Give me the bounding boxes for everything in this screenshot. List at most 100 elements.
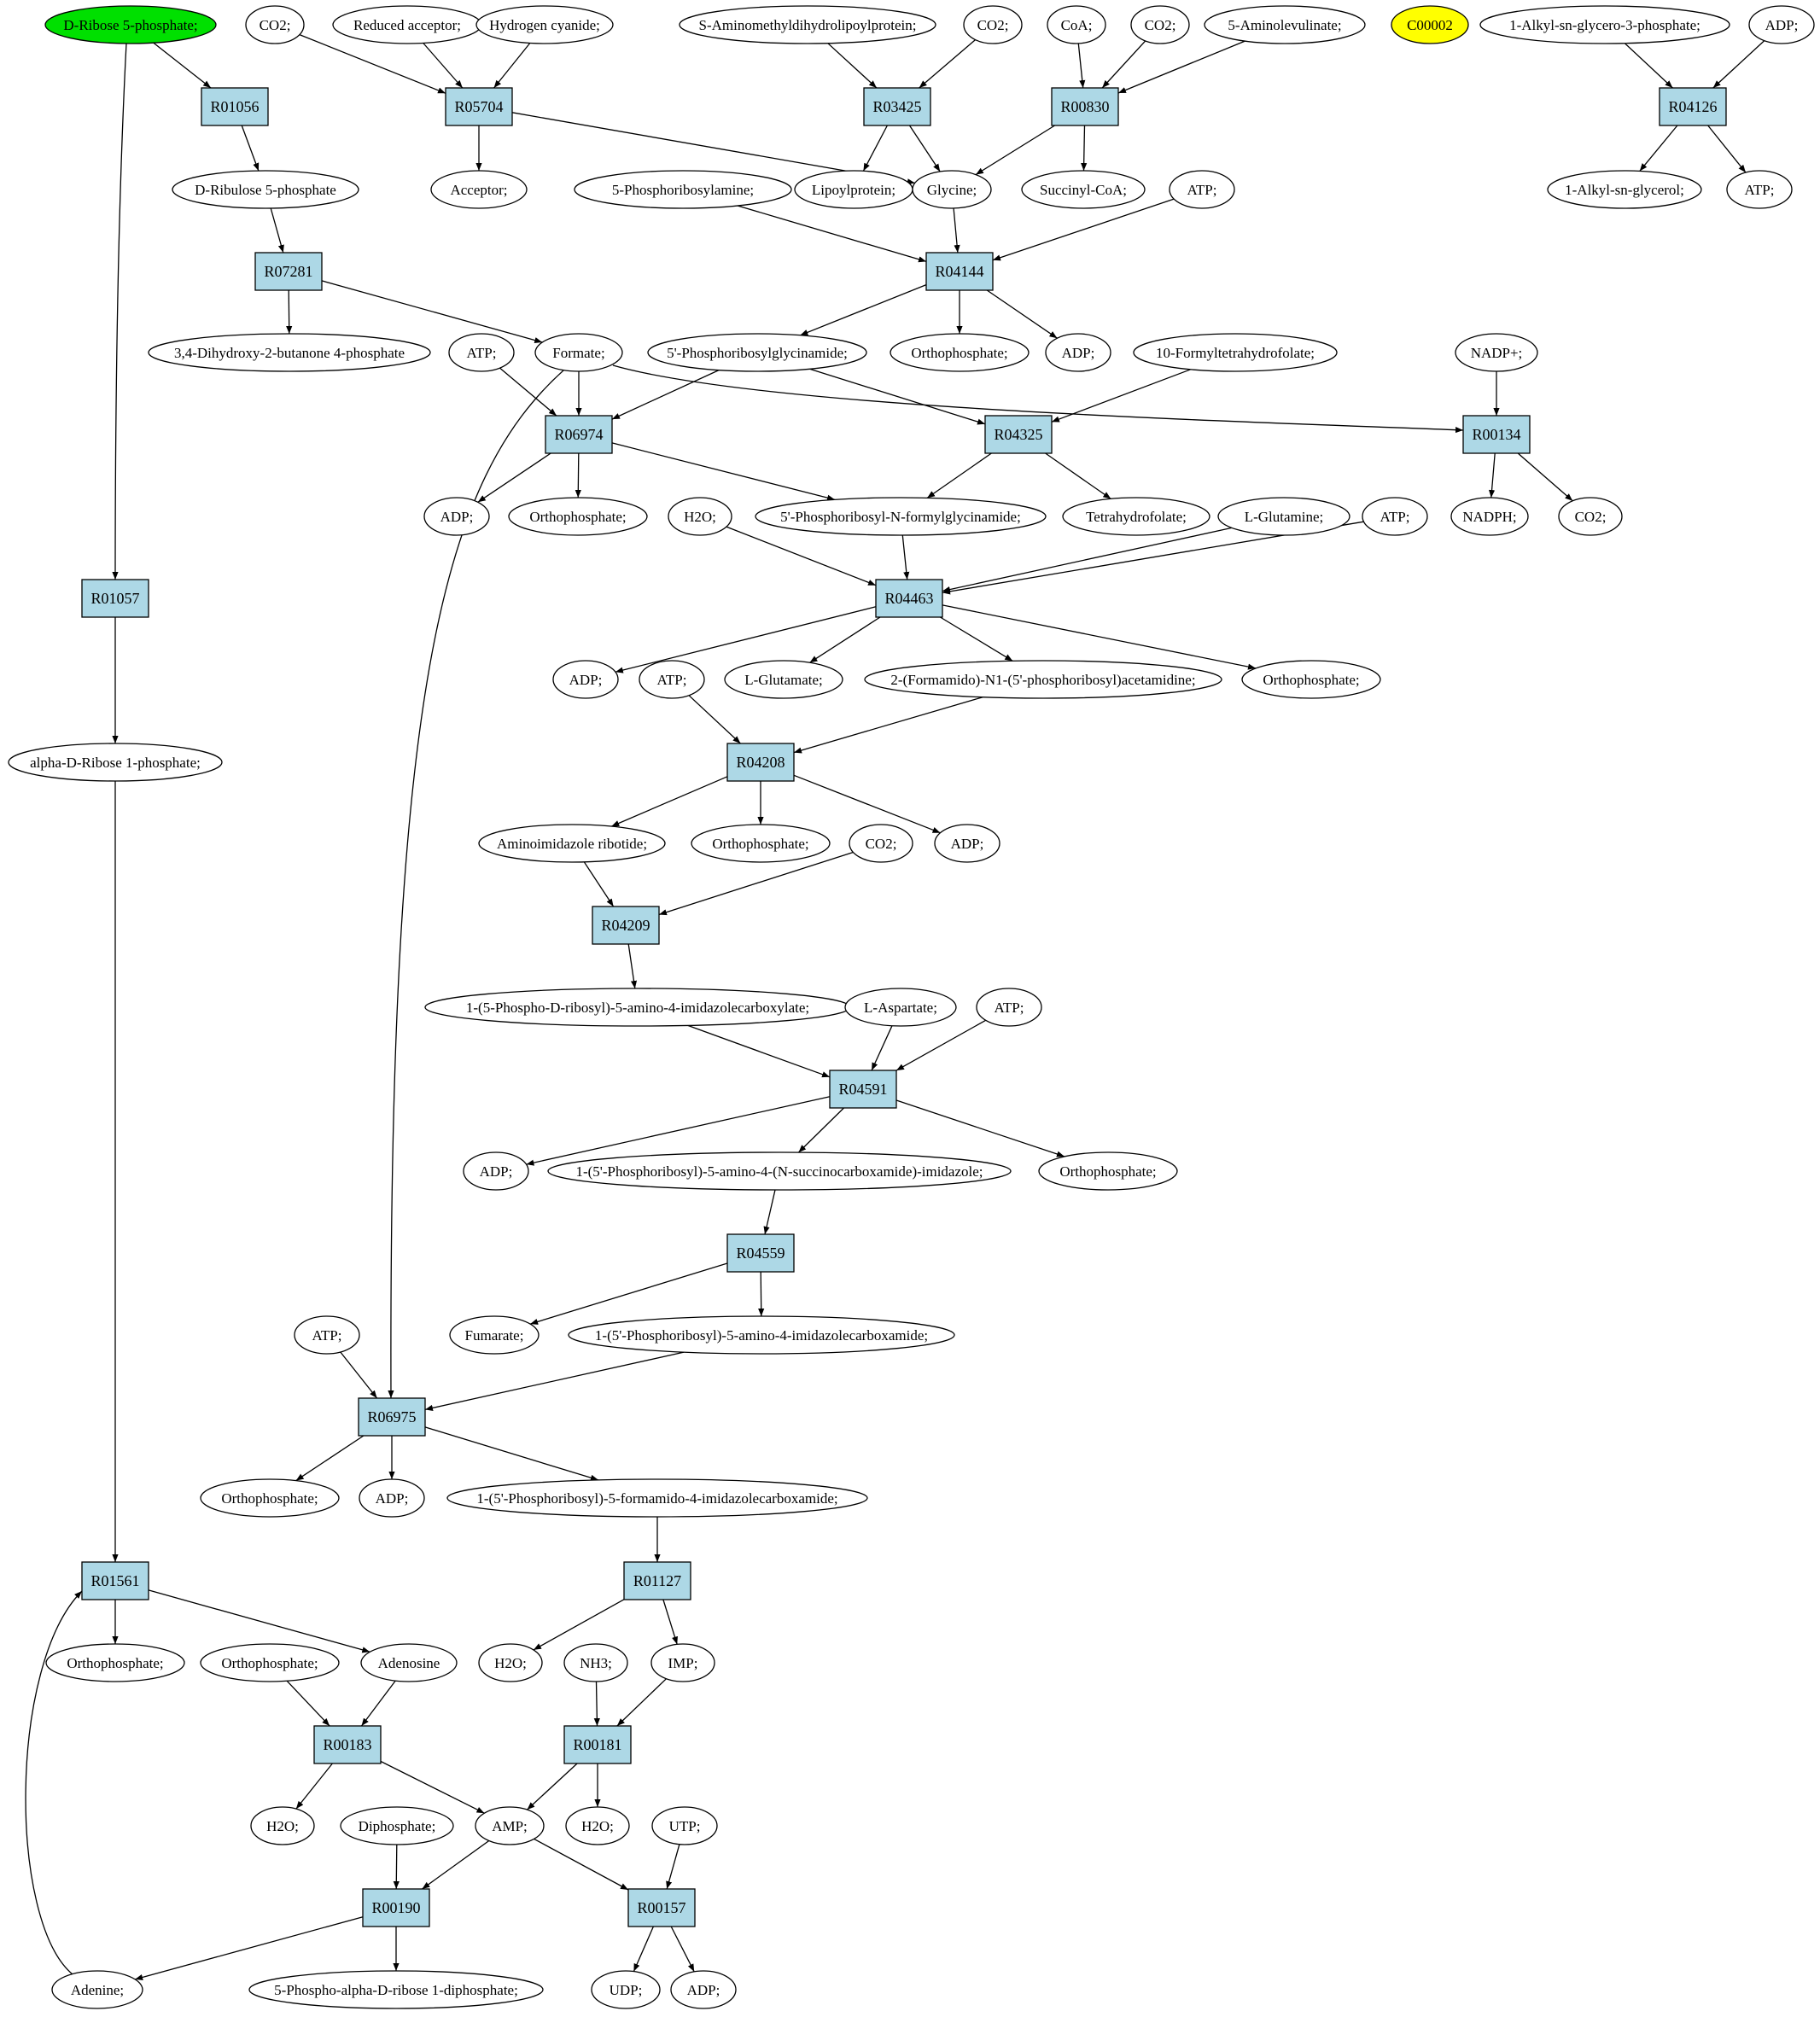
compound-node[interactable]: ATP; <box>1726 170 1793 209</box>
reaction-node[interactable]: R06974 <box>545 415 613 454</box>
compound-node[interactable]: ADP; <box>463 1151 529 1191</box>
compound-node[interactable]: CO2; <box>245 5 305 44</box>
compound-node[interactable]: Aminoimidazole ribotide; <box>478 824 666 863</box>
compound-node[interactable]: ATP; <box>448 333 515 372</box>
compound-node[interactable]: Orthophosphate; <box>508 497 648 536</box>
compound-node[interactable]: 2-(Formamido)-N1-(5'-phosphoribosyl)acet… <box>864 660 1222 699</box>
compound-node[interactable]: 5'-Phosphoribosyl-N-formylglycinamide; <box>755 497 1047 536</box>
compound-node[interactable]: Orthophosphate; <box>890 333 1030 372</box>
compound-node[interactable]: IMP; <box>650 1643 715 1682</box>
compound-node[interactable]: Tetrahydrofolate; <box>1062 497 1210 536</box>
compound-node[interactable]: Orthophosphate; <box>45 1643 185 1682</box>
compound-node[interactable]: CO2; <box>849 824 913 863</box>
compound-node[interactable]: 1-(5-Phospho-D-ribosyl)-5-amino-4-imidaz… <box>424 988 851 1027</box>
compound-node[interactable]: NADPH; <box>1450 497 1529 536</box>
compound-node[interactable]: C00002 <box>1391 5 1469 44</box>
reaction-node[interactable]: R07281 <box>254 252 323 291</box>
compound-node[interactable]: UDP; <box>591 1970 661 2009</box>
compound-node[interactable]: ADP; <box>359 1478 425 1518</box>
reaction-node[interactable]: R04559 <box>726 1233 795 1273</box>
compound-node[interactable]: S-Aminomethyldihydrolipoylprotein; <box>679 5 936 44</box>
compound-node[interactable]: Formate; <box>534 333 623 372</box>
compound-node[interactable]: H2O; <box>250 1806 315 1845</box>
compound-node[interactable]: NH3; <box>563 1643 628 1682</box>
compound-node[interactable]: Orthophosphate; <box>691 824 831 863</box>
compound-node[interactable]: 1-Alkyl-sn-glycero-3-phosphate; <box>1479 5 1730 44</box>
compound-node[interactable]: AMP; <box>475 1806 545 1845</box>
compound-node[interactable]: NADP+; <box>1455 333 1538 372</box>
compound-node[interactable]: H2O; <box>668 497 732 536</box>
reaction-node[interactable]: R04144 <box>925 252 994 291</box>
compound-node[interactable]: Adenine; <box>51 1970 143 2009</box>
compound-node[interactable]: Acceptor; <box>430 170 528 209</box>
compound-node[interactable]: 5-Aminolevulinate; <box>1204 5 1366 44</box>
compound-node[interactable]: 10-Formyltetrahydrofolate; <box>1133 333 1338 372</box>
compound-node[interactable]: ATP; <box>639 660 705 699</box>
reaction-node[interactable]: R01561 <box>81 1561 149 1600</box>
reaction-node[interactable]: R03425 <box>863 87 931 126</box>
compound-node[interactable]: Orthophosphate; <box>200 1478 340 1518</box>
compound-node[interactable]: Orthophosphate; <box>1038 1151 1178 1191</box>
compound-node[interactable]: Fumarate; <box>449 1315 540 1355</box>
compound-node[interactable]: 1-(5'-Phosphoribosyl)-5-formamido-4-imid… <box>446 1478 868 1518</box>
compound-node[interactable]: Succinyl-CoA; <box>1021 170 1146 209</box>
reaction-node[interactable]: R04209 <box>592 906 660 945</box>
compound-node[interactable]: 3,4-Dihydroxy-2-butanone 4-phosphate <box>148 333 431 372</box>
reaction-node[interactable]: R01057 <box>81 579 149 618</box>
compound-node[interactable]: 5-Phosphoribosylamine; <box>574 170 792 209</box>
compound-node[interactable]: Reduced acceptor; <box>332 5 482 44</box>
compound-node[interactable]: CoA; <box>1047 5 1106 44</box>
compound-node[interactable]: 5-Phospho-alpha-D-ribose 1-diphosphate; <box>248 1970 544 2009</box>
compound-node[interactable]: ATP; <box>1362 497 1428 536</box>
compound-node[interactable]: ATP; <box>294 1315 360 1355</box>
compound-node[interactable]: ADP; <box>934 824 1000 863</box>
compound-node[interactable]: Glycine; <box>912 170 992 209</box>
reaction-node[interactable]: R04591 <box>829 1070 897 1109</box>
compound-label: 5'-Phosphoribosyl-N-formylglycinamide; <box>780 509 1021 525</box>
compound-node[interactable]: ATP; <box>976 988 1042 1027</box>
compound-node[interactable]: D-Ribose 5-phosphate; <box>44 5 217 44</box>
compound-node[interactable]: H2O; <box>565 1806 630 1845</box>
reaction-node[interactable]: R05704 <box>445 87 513 126</box>
compound-node[interactable]: L-Aspartate; <box>844 988 957 1027</box>
reaction-node[interactable]: R01056 <box>201 87 269 126</box>
reaction-node[interactable]: R04463 <box>875 579 943 618</box>
compound-node[interactable]: CO2; <box>1558 497 1623 536</box>
reaction-node[interactable]: R04325 <box>984 415 1053 454</box>
reaction-node[interactable]: R06975 <box>358 1397 426 1437</box>
compound-node[interactable]: H2O; <box>478 1643 543 1682</box>
compound-node[interactable]: L-Glutamine; <box>1217 497 1350 536</box>
reaction-node[interactable]: R00134 <box>1462 415 1531 454</box>
reaction-node[interactable]: R00830 <box>1051 87 1119 126</box>
compound-node[interactable]: ADP; <box>552 660 619 699</box>
compound-node[interactable]: 1-(5'-Phosphoribosyl)-5-amino-4-imidazol… <box>568 1315 955 1355</box>
compound-node[interactable]: 5'-Phosphoribosylglycinamide; <box>647 333 867 372</box>
compound-node[interactable]: Lipoylprotein; <box>794 170 913 209</box>
reaction-node[interactable]: R00157 <box>627 1888 696 1927</box>
compound-node[interactable]: Diphosphate; <box>340 1806 454 1845</box>
compound-node[interactable]: ADP; <box>670 1970 737 2009</box>
compound-node[interactable]: Orthophosphate; <box>200 1643 340 1682</box>
compound-node[interactable]: Hydrogen cyanide; <box>475 5 614 44</box>
compound-node[interactable]: Adenosine <box>360 1643 458 1682</box>
compound-node[interactable]: ATP; <box>1169 170 1235 209</box>
compound-node[interactable]: L-Glutamate; <box>724 660 843 699</box>
reaction-node[interactable]: R01127 <box>623 1561 691 1600</box>
compound-node[interactable]: ADP; <box>1045 333 1111 372</box>
compound-label: Orthophosphate; <box>911 345 1007 361</box>
compound-node[interactable]: 1-Alkyl-sn-glycerol; <box>1547 170 1702 209</box>
reaction-node[interactable]: R00183 <box>313 1725 382 1764</box>
compound-node[interactable]: ADP; <box>423 497 490 536</box>
compound-node[interactable]: Orthophosphate; <box>1241 660 1381 699</box>
compound-node[interactable]: ADP; <box>1748 5 1815 44</box>
reaction-node[interactable]: R00190 <box>362 1888 430 1927</box>
compound-node[interactable]: CO2; <box>963 5 1023 44</box>
compound-node[interactable]: 1-(5'-Phosphoribosyl)-5-amino-4-(N-succi… <box>547 1151 1012 1191</box>
reaction-node[interactable]: R00181 <box>563 1725 632 1764</box>
reaction-node[interactable]: R04126 <box>1659 87 1727 126</box>
compound-node[interactable]: CO2; <box>1130 5 1190 44</box>
reaction-node[interactable]: R04208 <box>726 743 795 782</box>
compound-node[interactable]: UTP; <box>651 1806 718 1845</box>
compound-node[interactable]: alpha-D-Ribose 1-phosphate; <box>8 743 223 782</box>
compound-node[interactable]: D-Ribulose 5-phosphate <box>172 170 359 209</box>
